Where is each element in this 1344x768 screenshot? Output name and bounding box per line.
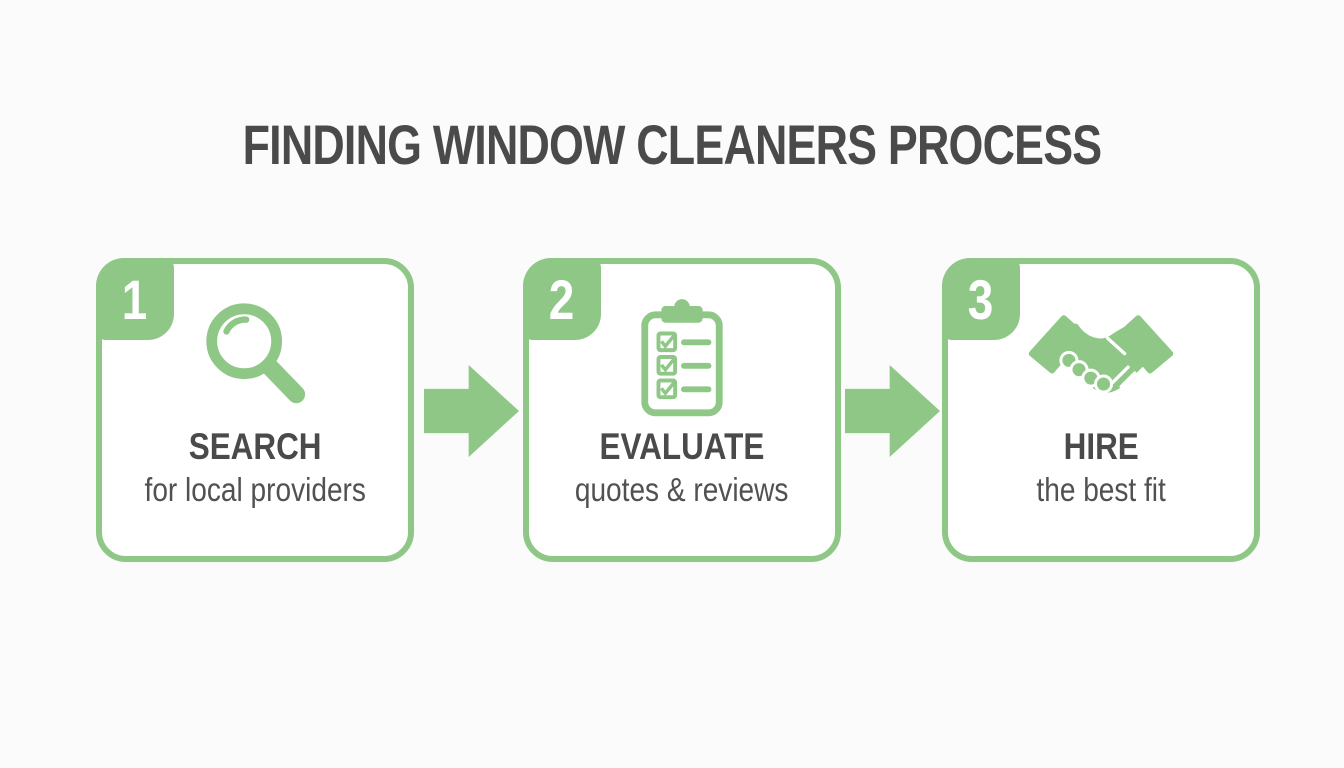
step-card-hire: 3 <box>942 258 1260 562</box>
step-number-badge: 2 <box>523 258 601 340</box>
step-number-badge: 1 <box>96 258 174 340</box>
step-number: 1 <box>122 267 148 331</box>
arrow-right-icon <box>845 365 940 457</box>
step-subheading: the best fit <box>1036 471 1166 508</box>
step-heading: EVALUATE <box>599 426 765 467</box>
arrow-right-icon <box>424 365 519 457</box>
handshake-icon <box>1025 294 1177 420</box>
page-title: FINDING WINDOW CLEANERS PROCESS <box>242 113 1103 176</box>
checklist-icon <box>633 294 731 420</box>
step-card-search: 1 SEARCH for local providers <box>96 258 414 562</box>
step-number: 2 <box>549 267 575 331</box>
step-number-badge: 3 <box>942 258 1020 340</box>
step-card-evaluate: 2 <box>523 258 841 562</box>
step-subheading: quotes & reviews <box>575 471 789 508</box>
magnifier-icon <box>196 294 314 420</box>
step-heading: HIRE <box>1063 426 1139 467</box>
step-heading: SEARCH <box>188 426 322 467</box>
step-subheading: for local providers <box>144 471 366 508</box>
step-number: 3 <box>968 267 994 331</box>
